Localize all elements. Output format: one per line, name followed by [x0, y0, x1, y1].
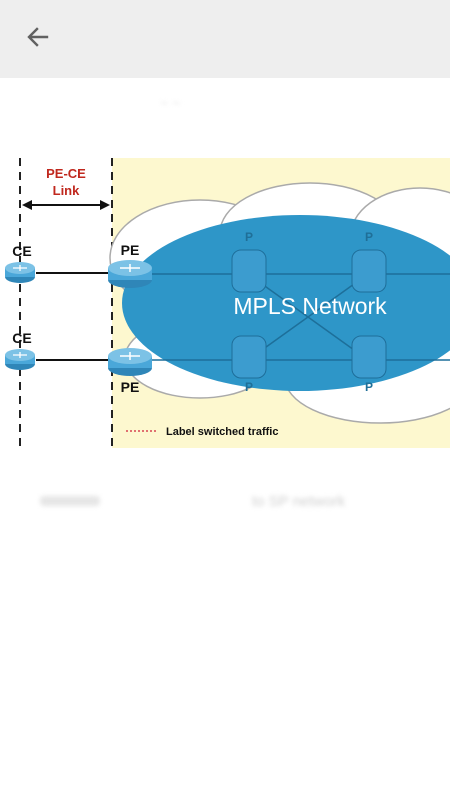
p-router-bottom-left [231, 335, 267, 379]
p-router-bottom-right [351, 335, 387, 379]
back-button[interactable] [14, 18, 62, 60]
pe-router-top [108, 260, 152, 288]
p-label-top-left: P [245, 230, 253, 244]
arrow-left-icon [25, 24, 51, 55]
ce-router-top [5, 262, 35, 283]
legend-text: Label switched traffic [166, 426, 278, 438]
svg-text:~ ~: ~ ~ [160, 95, 180, 111]
ce-label-bottom: CE [12, 330, 31, 346]
network-label: MPLS Network [233, 293, 387, 319]
top-app-bar [0, 0, 450, 78]
faded-caption: to SP network [252, 493, 346, 510]
p-label-bottom-left: P [245, 380, 253, 394]
pe-label-top: PE [121, 242, 140, 258]
pe-label-bottom: PE [121, 379, 140, 395]
p-router-top-left [231, 249, 267, 293]
p-label-top-right: P [365, 230, 373, 244]
link-label-line1: PE-CE [46, 166, 86, 181]
faded-caption-left [40, 496, 100, 506]
p-router-top-right [351, 249, 387, 293]
p-label-bottom-right: P [365, 380, 373, 394]
ce-router-bottom [5, 349, 35, 370]
pe-router-bottom [108, 348, 152, 376]
network-diagram-image: ~ ~ PE-CE Link [0, 78, 450, 538]
link-label-line2: Link [53, 183, 80, 198]
ce-label-top: CE [12, 243, 31, 259]
